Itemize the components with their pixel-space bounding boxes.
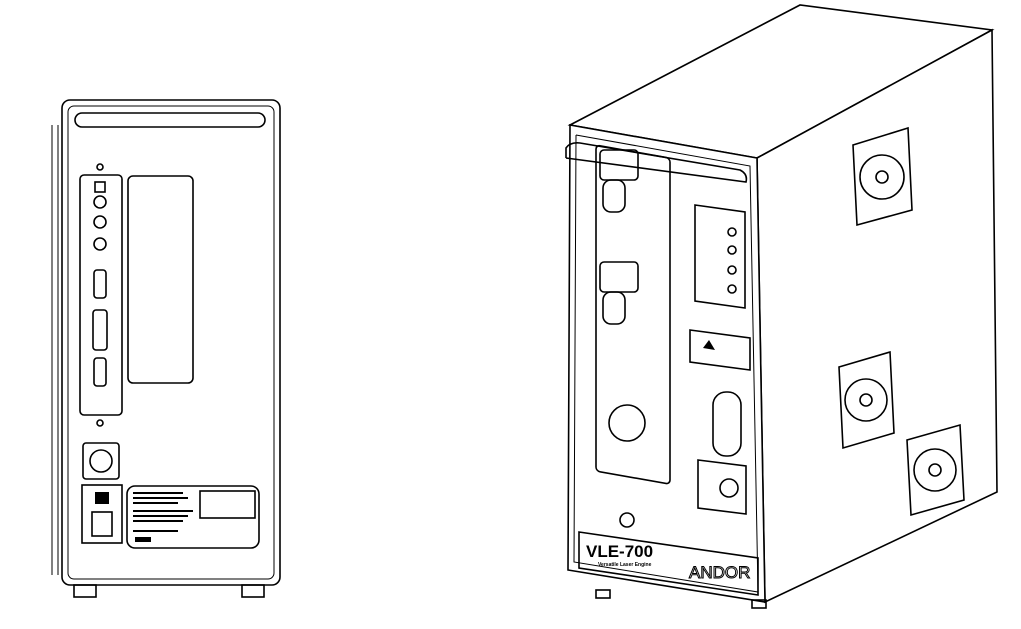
front-face — [567, 124, 766, 603]
connector-panel — [79, 174, 123, 416]
foot — [241, 584, 265, 598]
top-handle — [74, 112, 266, 128]
rear-view — [51, 99, 281, 598]
d-sub-connector — [92, 309, 108, 351]
fiber-plate — [595, 144, 671, 485]
blank-plate — [127, 175, 194, 384]
name-panel — [578, 531, 759, 596]
rear-label — [126, 485, 260, 549]
d-sub-connector — [93, 357, 107, 387]
power-inlet — [81, 484, 123, 544]
usb-port — [94, 181, 106, 193]
foot — [73, 584, 97, 598]
product-subtitle: Versatile Laser Engine — [598, 562, 652, 568]
led-panel — [694, 204, 746, 309]
bnc-connector — [93, 215, 107, 229]
aperture — [608, 404, 646, 442]
fan — [906, 423, 965, 517]
fan — [852, 126, 913, 227]
door-handle — [712, 391, 742, 457]
rear-housing — [61, 99, 281, 586]
key-switch — [719, 478, 739, 498]
product-name: VLE-700 — [586, 542, 653, 561]
d-sub-connector — [93, 269, 107, 299]
circular-connector — [82, 442, 120, 480]
bnc-connector — [93, 237, 107, 251]
bnc-connector — [93, 195, 107, 209]
brand-logo: ANDOR — [689, 563, 750, 582]
key-switch-panel — [697, 459, 747, 515]
fan — [838, 350, 895, 450]
isometric-view: VLE-700 Versatile Laser Engine ANDOR — [565, 4, 998, 609]
warning-label — [689, 329, 751, 371]
